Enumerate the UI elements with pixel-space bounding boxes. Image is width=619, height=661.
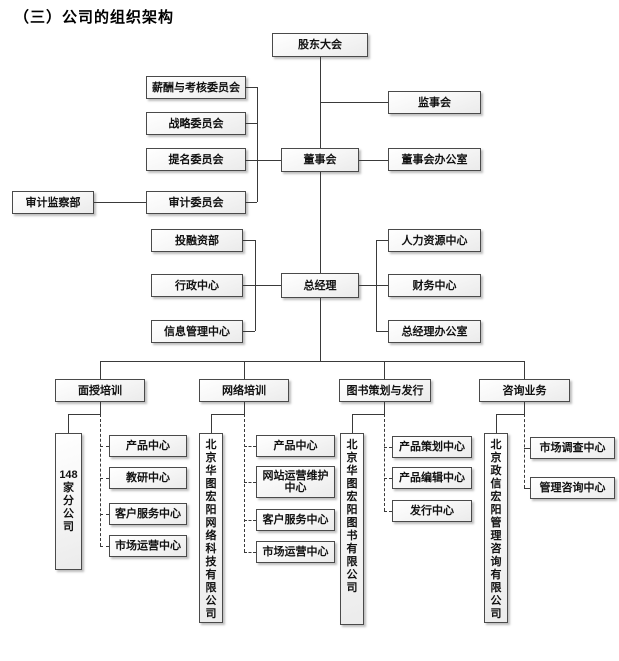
connector-dashed-line: [244, 552, 256, 553]
node-audit-supervision-dept: 审计监察部: [12, 191, 94, 214]
connector-dashed-line: [100, 514, 109, 515]
connector-dashed-line: [100, 546, 109, 547]
connector-line: [243, 240, 255, 241]
connector-dashed-line: [524, 414, 525, 488]
connector-line: [245, 202, 257, 203]
connector-line: [211, 414, 244, 415]
node-face-customer-service-center: 客户服务中心: [109, 503, 187, 525]
connector-line: [243, 331, 255, 332]
connector-dashed-line: [100, 414, 101, 546]
node-audit-committee: 审计委员会: [146, 191, 246, 214]
node-hr-center: 人力资源中心: [388, 229, 481, 252]
node-online-customer-service-center: 客户服务中心: [256, 509, 335, 531]
node-board-of-directors: 董事会: [281, 148, 359, 172]
node-gm-office: 总经理办公室: [388, 320, 481, 343]
node-consulting-business: 咨询业务: [479, 379, 570, 402]
node-nomination-committee: 提名委员会: [146, 148, 246, 171]
connector-line: [94, 202, 146, 203]
connector-dashed-line: [244, 414, 245, 552]
node-finance-center: 财务中心: [388, 274, 481, 297]
connector-dashed-line: [384, 414, 385, 511]
connector-line: [320, 298, 321, 361]
connector-line: [352, 414, 384, 415]
connector-line: [68, 414, 100, 415]
connector-dashed-line: [100, 446, 109, 447]
connector-dashed-line: [524, 488, 530, 489]
node-consulting-market-research-center: 市场调查中心: [530, 437, 615, 459]
node-book-product-planning-center: 产品策划中心: [392, 436, 472, 458]
node-general-manager: 总经理: [281, 273, 359, 298]
connector-line: [100, 361, 524, 362]
connector-line: [524, 402, 525, 414]
node-strategy-committee: 战略委员会: [146, 112, 246, 135]
connector-line: [359, 160, 388, 161]
node-online-product-center: 产品中心: [256, 435, 335, 457]
connector-line: [376, 240, 388, 241]
connector-line: [100, 402, 101, 414]
node-face-market-operation-center: 市场运营中心: [109, 535, 187, 557]
node-face-product-center: 产品中心: [109, 435, 187, 457]
node-online-training: 网络培训: [199, 379, 289, 402]
node-book-distribution-center: 发行中心: [392, 500, 472, 522]
connector-line: [245, 123, 257, 124]
node-online-market-operation-center: 市场运营中心: [256, 541, 335, 563]
node-consulting-management-consulting-center: 管理咨询中心: [530, 477, 615, 499]
node-board-office: 董事会办公室: [388, 148, 481, 171]
connector-line: [359, 285, 388, 286]
node-info-mgmt-center: 信息管理中心: [151, 320, 243, 343]
connector-line: [496, 414, 497, 433]
node-face-training: 面授培训: [55, 379, 145, 402]
node-book-company: 北京华图宏阳图书有限公司: [340, 433, 364, 625]
connector-dashed-line: [384, 478, 392, 479]
node-online-company: 北京华图宏阳网络科技有限公司: [199, 433, 223, 623]
connector-line: [384, 361, 385, 379]
node-book-planning-distribution: 图书策划与发行: [339, 379, 431, 402]
connector-dashed-line: [524, 448, 530, 449]
connector-line: [524, 361, 525, 379]
connector-line: [245, 160, 281, 161]
connector-line: [384, 402, 385, 414]
node-supervisory-board: 监事会: [388, 91, 481, 114]
node-compensation-committee: 薪酬与考核委员会: [146, 76, 246, 99]
connector-line: [320, 172, 321, 273]
connector-line: [352, 414, 353, 433]
connector-line: [320, 102, 388, 103]
connector-line: [211, 414, 212, 433]
connector-line: [243, 285, 281, 286]
connector-line: [100, 361, 101, 379]
node-consulting-company: 北京政信宏阳管理咨询有限公司: [484, 433, 508, 623]
connector-line: [68, 414, 69, 433]
node-shareholders-meeting: 股东大会: [272, 33, 368, 57]
connector-line: [496, 414, 524, 415]
node-admin-center: 行政中心: [151, 274, 243, 297]
page-title: （三）公司的组织架构: [14, 9, 175, 26]
connector-line: [376, 331, 388, 332]
node-investment-financing-dept: 投融资部: [151, 229, 243, 252]
connector-line: [244, 402, 245, 414]
connector-dashed-line: [100, 478, 109, 479]
connector-dashed-line: [384, 447, 392, 448]
connector-dashed-line: [244, 446, 256, 447]
node-face-teaching-research-center: 教研中心: [109, 467, 187, 489]
connector-line: [245, 87, 257, 88]
connector-line: [257, 87, 258, 202]
node-book-product-editing-center: 产品编辑中心: [392, 467, 472, 489]
connector-dashed-line: [244, 482, 256, 483]
connector-dashed-line: [384, 511, 392, 512]
connector-dashed-line: [244, 520, 256, 521]
connector-line: [244, 361, 245, 379]
node-online-website-ops-center: 网站运营维护中心: [256, 466, 335, 498]
